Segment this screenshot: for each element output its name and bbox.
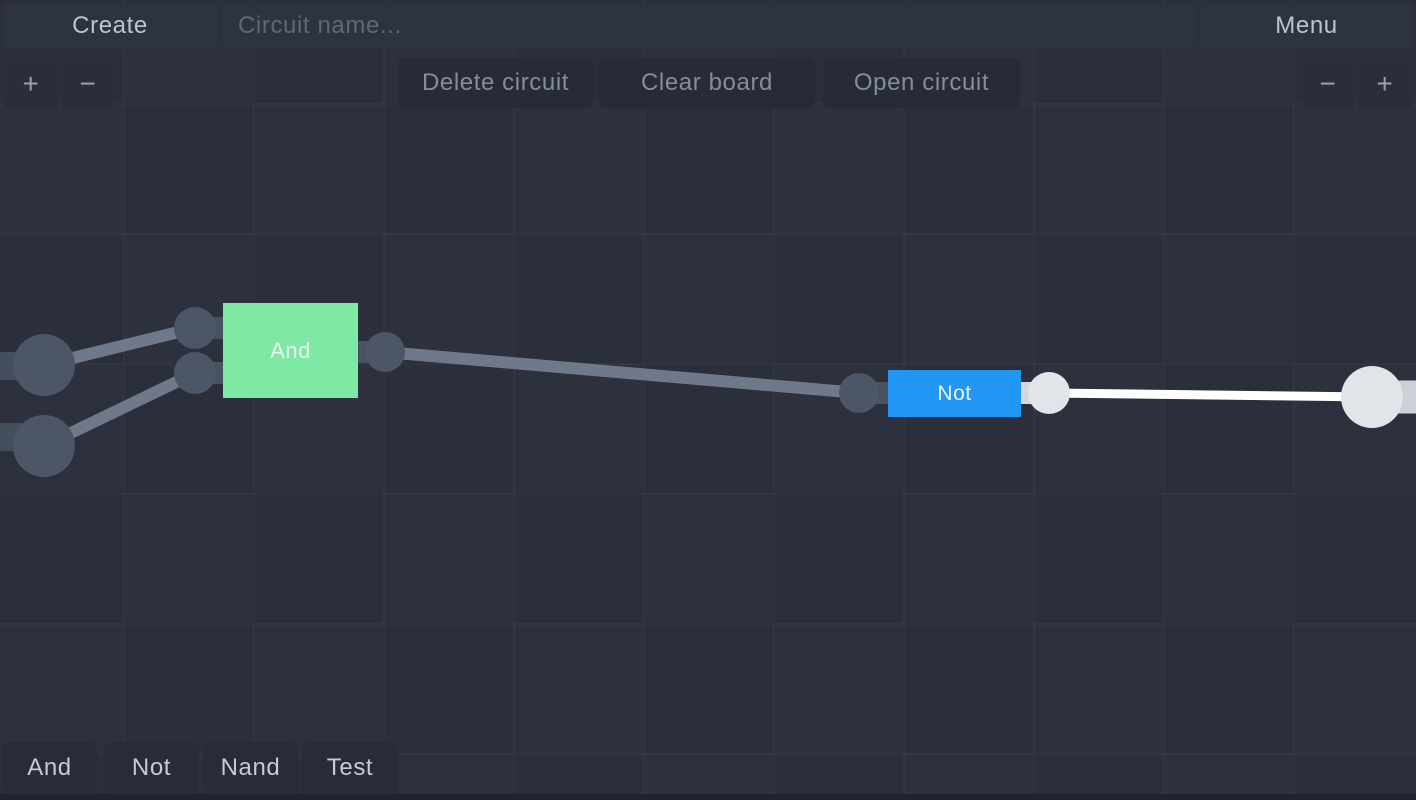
wire-and-to-not bbox=[384, 346, 860, 399]
and-output-pin[interactable] bbox=[365, 332, 405, 372]
gate-not-label: Not bbox=[937, 381, 972, 405]
not-output-pin-active[interactable] bbox=[1028, 372, 1070, 414]
input-switch-node[interactable] bbox=[13, 334, 75, 396]
delete-circuit-button[interactable]: Delete circuit bbox=[398, 58, 593, 108]
menu-button[interactable]: Menu bbox=[1200, 3, 1413, 49]
zoom-out-button-right[interactable]: − bbox=[1302, 58, 1354, 110]
gate-not[interactable]: Not bbox=[888, 370, 1021, 417]
palette-item-test[interactable]: Test bbox=[302, 742, 398, 794]
circuit-name-input[interactable] bbox=[222, 3, 1195, 49]
not-input-pin[interactable] bbox=[839, 373, 879, 413]
input-switch-node[interactable] bbox=[13, 415, 75, 477]
zoom-out-button-left[interactable]: − bbox=[62, 58, 114, 110]
gate-and-label: And bbox=[270, 337, 311, 363]
zoom-in-button-left[interactable]: + bbox=[5, 58, 57, 110]
palette-item-not[interactable]: Not bbox=[104, 742, 199, 794]
palette-item-and[interactable]: And bbox=[2, 742, 97, 794]
wire-not-to-output-active bbox=[1048, 388, 1373, 402]
clear-board-button[interactable]: Clear board bbox=[599, 58, 815, 108]
and-input-pin[interactable] bbox=[174, 352, 216, 394]
gate-and[interactable]: And bbox=[223, 303, 358, 398]
output-node-active[interactable] bbox=[1341, 366, 1403, 428]
open-circuit-button[interactable]: Open circuit bbox=[823, 58, 1020, 108]
create-button[interactable]: Create bbox=[3, 3, 217, 49]
palette-item-nand[interactable]: Nand bbox=[203, 742, 298, 794]
bottom-edge-strip bbox=[0, 794, 1416, 800]
zoom-in-button-right[interactable]: + bbox=[1359, 58, 1411, 110]
and-input-pin[interactable] bbox=[174, 307, 216, 349]
